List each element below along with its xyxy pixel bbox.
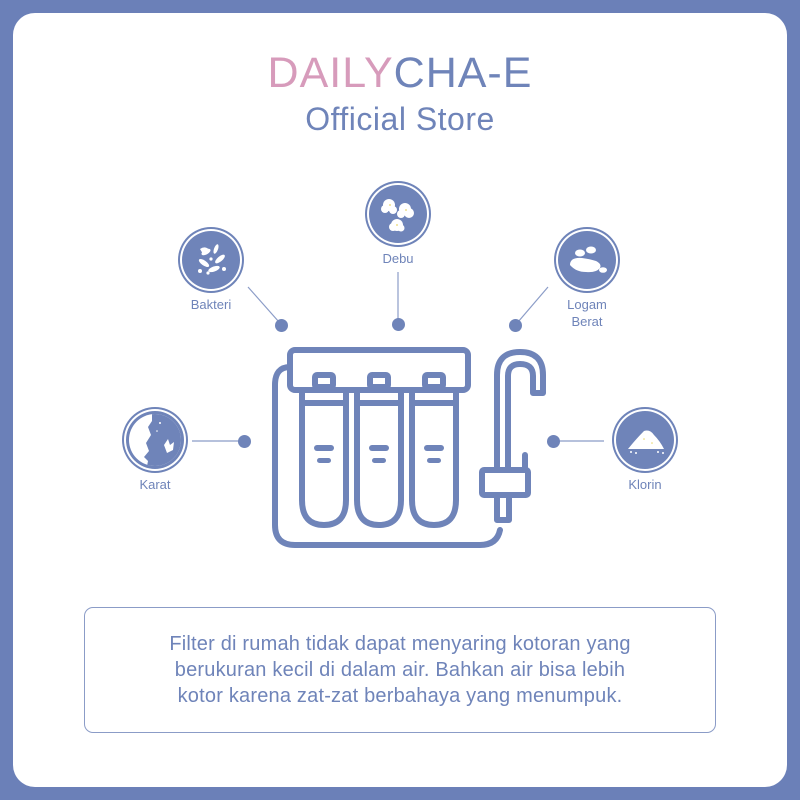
brand-subtitle: Official Store xyxy=(305,101,495,137)
label-karat: Karat xyxy=(139,477,171,492)
label-debu: Debu xyxy=(382,251,414,266)
brand-logo: DAILYCHA-E xyxy=(0,48,800,98)
brand-logo-part2: CHA-E xyxy=(393,49,533,97)
connector-dot-debu xyxy=(392,318,405,331)
info-line-1: Filter di rumah tidak dapat menyaring ko… xyxy=(169,633,631,655)
label-logam-berat: Logam Berat xyxy=(537,296,637,330)
label-berat: Berat xyxy=(571,314,603,329)
chlorine-icon xyxy=(614,409,676,471)
rust-icon xyxy=(124,409,186,471)
label-bakteri: Bakteri xyxy=(190,297,232,312)
info-line-3: kotor karena zat-zat berbahaya yang menu… xyxy=(177,685,623,707)
label-klorin: Klorin xyxy=(628,477,662,492)
heavy-metal-icon xyxy=(556,229,618,291)
info-box: Filter di rumah tidak dapat menyaring ko… xyxy=(84,607,716,733)
label-logam: Logam xyxy=(567,297,607,312)
connector-dot-karat xyxy=(238,435,251,448)
connector-dot-bakteri xyxy=(275,319,288,332)
info-line-2: berukuran kecil di dalam air. Bahkan air… xyxy=(174,659,626,681)
dust-icon xyxy=(367,183,429,245)
bacteria-icon xyxy=(180,229,242,291)
connector-dot-logam-berat xyxy=(509,319,522,332)
connector-dot-klorin xyxy=(547,435,560,448)
brand-logo-part1: DAILY xyxy=(267,49,394,97)
